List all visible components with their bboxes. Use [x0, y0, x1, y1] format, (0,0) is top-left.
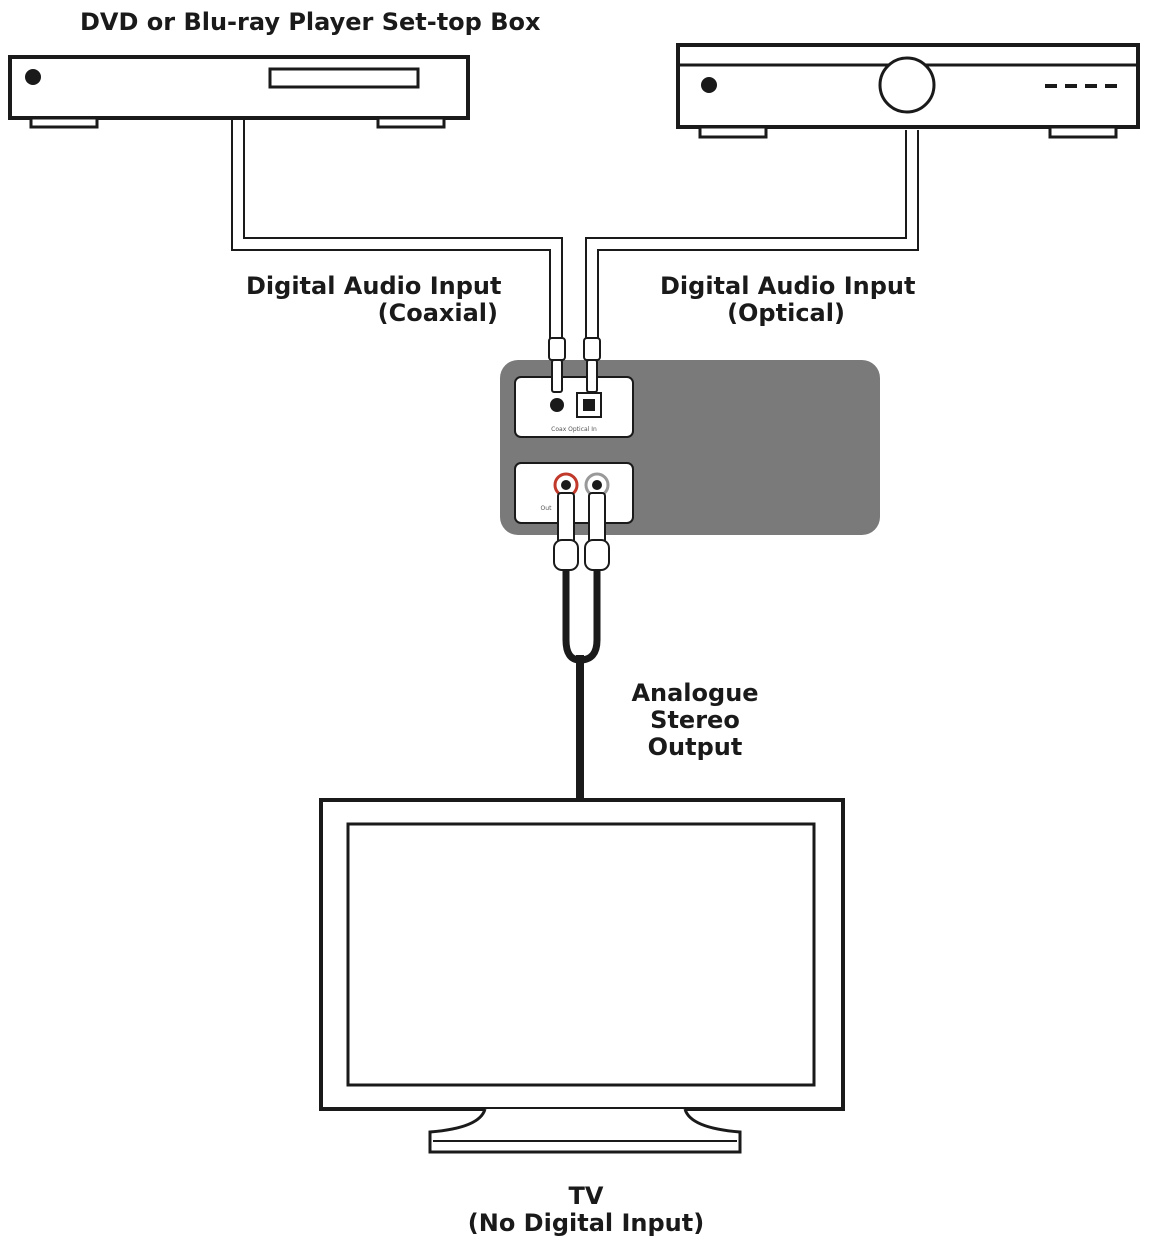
rca-plug-icon	[553, 492, 610, 571]
converter-input-port-label: Coax Optical In	[551, 426, 597, 433]
optical-cable	[585, 130, 919, 340]
optical-input-label-line1: Digital Audio Input	[660, 272, 916, 300]
coax-plug-icon	[548, 337, 566, 393]
coaxial-cable	[231, 120, 563, 340]
coaxial-input-label-line1: Digital Audio Input	[246, 272, 502, 300]
tv-icon	[319, 798, 845, 1154]
optical-input-label-line2: (Optical)	[727, 299, 845, 327]
coaxial-input-label: Digital Audio Input (Coaxial)	[246, 272, 502, 327]
analogue-output-label-line2: Stereo	[650, 706, 740, 734]
tv-label: TV (No Digital Input)	[400, 1183, 772, 1237]
dvd-player-title: DVD or Blu-ray Player Set-top Box	[80, 8, 541, 36]
analogue-output-label-line1: Analogue	[631, 679, 759, 707]
set-top-box-icon	[676, 43, 1140, 139]
analogue-cable	[562, 570, 601, 800]
optical-input-label: Digital Audio Input (Optical)	[660, 272, 916, 327]
analogue-output-label: Analogue Stereo Output	[620, 680, 770, 761]
analogue-output-label-line3: Output	[647, 733, 743, 761]
optical-plug-icon	[583, 337, 601, 393]
tv-label-line1: TV	[568, 1182, 604, 1210]
converter-icon	[500, 360, 880, 535]
converter-output-port-label: Out	[541, 505, 553, 512]
coaxial-input-label-line2: (Coaxial)	[377, 299, 498, 327]
dvd-player-icon	[8, 55, 470, 129]
tv-label-line2: (No Digital Input)	[467, 1209, 705, 1237]
